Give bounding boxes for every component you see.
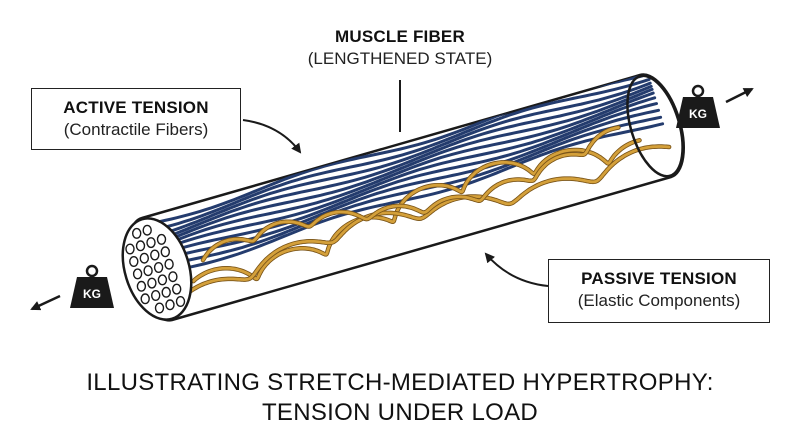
diagram-caption: ILLUSTRATING STRETCH-MEDIATED HYPERTROPH… [0, 368, 800, 428]
kg-weight-icon: KG [70, 264, 114, 308]
cross-section-fibril [153, 262, 164, 274]
contractile-fiber-line [128, 81, 652, 245]
fiber-title-sub: (LENGTHENED STATE) [307, 49, 493, 68]
contractile-fiber-line [133, 102, 658, 266]
elastic-components [187, 125, 672, 294]
cross-section-fibril [165, 299, 175, 311]
passive-tension-title: PASSIVE TENSION [581, 269, 737, 288]
cross-section-fibril [129, 256, 139, 268]
active-tension-label: ACTIVE TENSION (Contractile Fibers) [31, 88, 241, 150]
cross-section-fibril [146, 237, 156, 249]
cross-section-fibril [156, 233, 167, 245]
cross-section-fibril [131, 227, 142, 239]
fiber-cross-section [121, 217, 193, 321]
passive-pointer-arrow [484, 252, 549, 287]
cross-section-fibril [150, 249, 160, 261]
elastic-strand [192, 138, 641, 283]
left-weight-label: KG [83, 287, 101, 301]
right-weight-label: KG [689, 107, 707, 121]
cross-section-fibril [160, 246, 171, 258]
cross-section-fibril [136, 280, 147, 292]
cross-section-fibril [164, 258, 174, 270]
cross-section-fibril [157, 274, 168, 286]
cross-section-fibril [125, 243, 135, 255]
contractile-fiber-line [128, 84, 653, 251]
active-tension-title: ACTIVE TENSION [63, 98, 209, 117]
fiber-title: MUSCLE FIBER (LENGTHENED STATE) [250, 26, 550, 70]
cross-section-fibril [154, 302, 165, 314]
cross-section-fibril [171, 283, 182, 295]
cross-section-fibril [143, 265, 153, 277]
cross-section-fibril [139, 252, 150, 264]
right-weight: KG [676, 84, 754, 128]
contractile-fiber-line [131, 91, 655, 260]
contractile-fiber-line [128, 77, 651, 238]
elastic-strand [201, 126, 620, 262]
cross-section-fibril [132, 268, 143, 280]
cross-section-fibril [161, 286, 171, 298]
left-weight: KG [30, 264, 114, 311]
active-pointer-arrow [242, 119, 302, 154]
cross-section-fibril [150, 290, 161, 302]
cross-section-fibril [142, 224, 152, 236]
contractile-fiber-line [132, 96, 657, 263]
cross-section-fibril [175, 296, 186, 308]
contractile-fiber-line [134, 108, 660, 270]
kg-weight-icon: KG [676, 84, 720, 128]
caption-line-2: TENSION UNDER LOAD [261, 399, 539, 426]
fiber-right-end [626, 74, 684, 178]
caption-line-1: ILLUSTRATING STRETCH-MEDIATED HYPERTROPH… [86, 369, 714, 396]
cross-section-fibril [147, 277, 157, 289]
cross-section-fibril [135, 240, 146, 252]
left-pull-arrow [30, 294, 61, 311]
right-pull-arrow [725, 87, 754, 104]
contractile-fiber-line [135, 115, 663, 274]
fiber-title-main: MUSCLE FIBER [335, 27, 465, 46]
cross-section-fibril [140, 293, 150, 305]
elastic-strand [188, 145, 671, 293]
passive-tension-label: PASSIVE TENSION (Elastic Components) [548, 259, 770, 323]
active-tension-subtitle: (Contractile Fibers) [63, 120, 209, 139]
passive-tension-subtitle: (Elastic Components) [577, 291, 741, 310]
cross-section-fibril [168, 271, 178, 283]
contractile-fiber-line [130, 87, 654, 256]
